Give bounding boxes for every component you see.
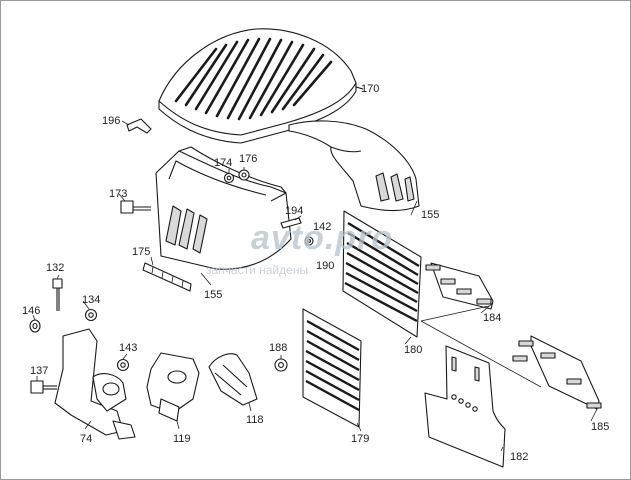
part-170-top-cover: [158, 28, 364, 144]
callout-155-right: 155: [421, 209, 440, 221]
callout-184: 184: [483, 312, 502, 324]
callout-182: 182: [510, 451, 529, 463]
callout-175: 175: [132, 246, 151, 258]
part-190-grille: [342, 210, 422, 338]
callout-179: 179: [351, 433, 370, 445]
part-196-clip: [126, 118, 152, 134]
part-118-shield: [208, 353, 258, 406]
part-176-washer: [238, 169, 250, 181]
part-175-rail: [142, 262, 192, 292]
part-155-side-panel-right: [288, 120, 420, 212]
part-155-lower-housing: [155, 146, 292, 270]
callout-146: 146: [22, 305, 41, 317]
part-188-nut: [274, 358, 288, 372]
part-184-bracket: [425, 262, 494, 310]
watermark-brand: avto.pro: [251, 219, 394, 257]
callout-119: 119: [173, 433, 191, 445]
part-74-bracket: [54, 328, 136, 440]
part-194-spacer: [280, 217, 302, 229]
watermark-tagline: запчасти найдены: [206, 263, 309, 277]
callout-132: 132: [46, 262, 65, 274]
callout-137: 137: [30, 365, 49, 377]
callout-174: 174: [214, 157, 233, 169]
callout-188: 188: [269, 342, 288, 354]
part-132-bolt: [52, 278, 63, 311]
part-185-bracket: [512, 335, 602, 410]
part-137-bolt: [30, 380, 57, 394]
callout-185: 185: [591, 421, 610, 433]
part-142-nut: [304, 236, 314, 246]
part-174-nut: [223, 172, 235, 184]
callout-134: 134: [82, 294, 101, 306]
part-179-grille: [302, 308, 362, 428]
callout-143: 143: [119, 342, 138, 354]
part-146-washer: [29, 319, 41, 333]
part-143-nut: [116, 358, 130, 372]
part-134-nut: [84, 308, 98, 322]
callout-118: 118: [246, 414, 264, 426]
callout-155-left: 155: [204, 289, 223, 301]
part-173-bolt: [120, 200, 151, 214]
callout-194: 194: [285, 205, 304, 217]
callout-176: 176: [239, 153, 258, 165]
callout-196: 196: [102, 115, 121, 127]
callout-170: 170: [361, 83, 380, 95]
callout-190: 190: [316, 260, 335, 272]
leader-lines: [32, 86, 598, 452]
callout-173: 173: [109, 188, 128, 200]
part-182-plate: [424, 345, 506, 468]
part-119-bracket: [146, 352, 200, 422]
callout-142: 142: [313, 221, 332, 233]
callout-74: 74: [80, 433, 93, 445]
callout-180: 180: [404, 344, 423, 356]
